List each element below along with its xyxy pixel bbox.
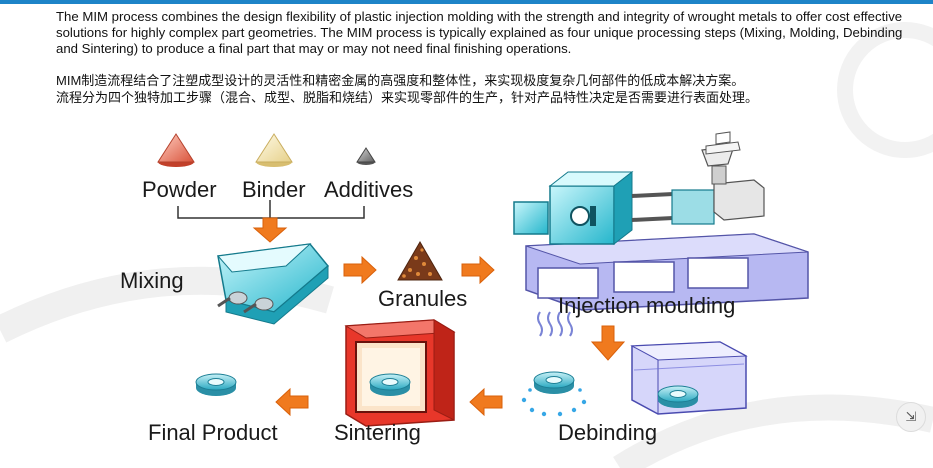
sintering-furnace-icon (344, 319, 456, 427)
granules-label: Granules (378, 286, 467, 311)
mixer-icon (217, 243, 330, 325)
arrow-granules-to-injection (461, 256, 495, 284)
expand-icon: ⇲ (905, 409, 917, 425)
additives-cone-icon (356, 147, 376, 165)
chinese-line-1: 制造流程结合了注塑成型设计的灵活性和精密金属的高强度和整体性，来实现极度复杂几何… (81, 74, 745, 89)
debinding-tank-icon (630, 341, 748, 415)
final-product-part-icon (195, 373, 237, 397)
chinese-description: MIM制造流程结合了注塑成型设计的灵活性和精密金属的高强度和整体性，来实现极度复… (56, 72, 906, 107)
chinese-line-2: 流程分为四个独特加工步骤（混合、成型、脱脂和烧结）来实现零部件的生产，针对产品特… (56, 91, 759, 106)
injection-moulding-label: Injection moulding (558, 293, 735, 318)
powder-cone-icon (157, 133, 195, 167)
arrow-sintering-to-final (275, 388, 309, 416)
vapor-steam-icon (537, 311, 573, 337)
english-description: The MIM process combines the design flex… (56, 9, 903, 57)
arrow-injection-to-debinding (590, 325, 626, 361)
powder-label: Powder (142, 177, 217, 202)
inputs-bracket (177, 200, 365, 243)
mixing-label: Mixing (120, 268, 184, 293)
expand-view-button[interactable]: ⇲ (896, 402, 926, 432)
top-accent-line (0, 0, 933, 4)
debound-part-icon (521, 371, 587, 417)
sintering-label: Sintering (334, 420, 421, 445)
arrow-debinding-to-sintering (469, 388, 503, 416)
granules-icon (397, 241, 443, 281)
additives-label: Additives (324, 177, 413, 202)
injection-machine-icon (513, 131, 809, 311)
arrow-mixing-to-granules (343, 256, 377, 284)
debinding-label: Debinding (558, 420, 657, 445)
final-product-label: Final Product (148, 420, 278, 445)
mim-process-diagram: Powder Binder Additives Mixing (114, 120, 824, 450)
binder-cone-icon (255, 133, 293, 167)
binder-label: Binder (242, 177, 306, 202)
chinese-lead: MIM (56, 73, 82, 88)
